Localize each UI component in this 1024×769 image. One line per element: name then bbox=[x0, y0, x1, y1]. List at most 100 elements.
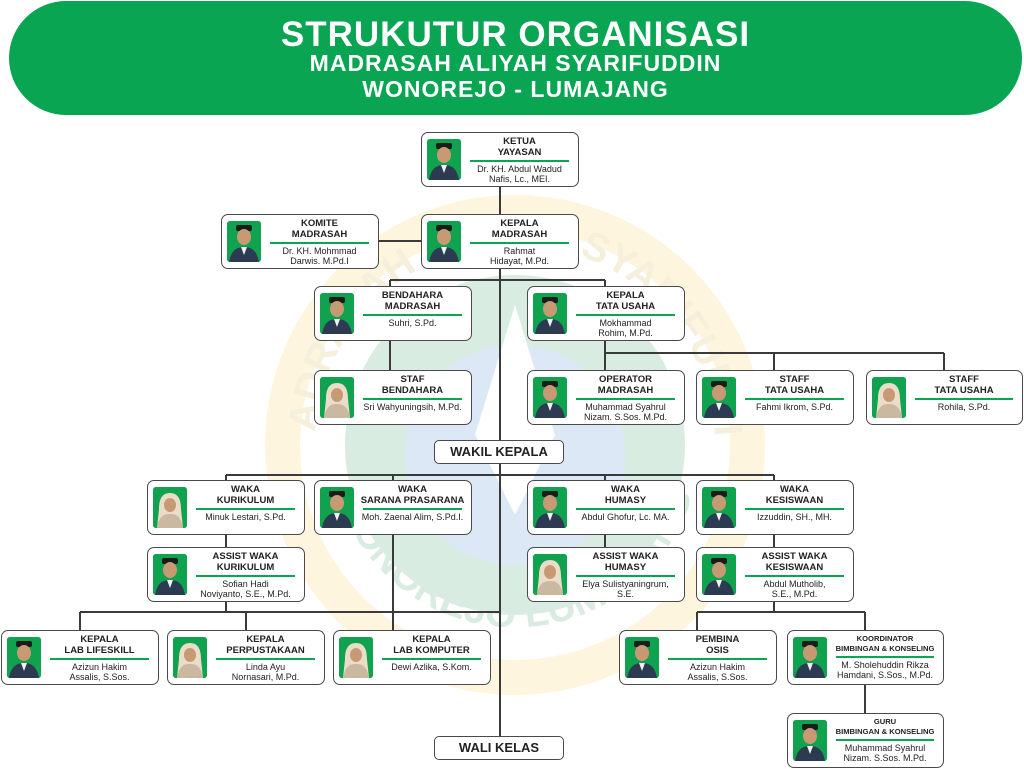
divider bbox=[270, 242, 369, 244]
role-line-1: OPERATOR bbox=[599, 374, 652, 385]
person-name-line-1: Muhammad Syahrul bbox=[844, 742, 926, 753]
divider bbox=[915, 398, 1013, 400]
divider bbox=[836, 739, 934, 741]
person-photo bbox=[702, 554, 736, 595]
role-line-2: OSIS bbox=[706, 645, 729, 656]
role-line-2: YAYASAN bbox=[497, 147, 542, 158]
role-line-2: LAB KOMPUTER bbox=[393, 645, 470, 656]
person-name-line-2: Assalis, S.Sos. bbox=[69, 672, 130, 682]
person-photo bbox=[153, 487, 187, 528]
role-line-1: STAFF bbox=[949, 374, 979, 385]
role-line-2: TATA USAHA bbox=[764, 385, 825, 396]
person-name-line-1: Sri Wahyuningsih, M.Pd. bbox=[363, 401, 462, 412]
role-line-2: TATA USAHA bbox=[595, 301, 656, 312]
person-name-line-1: Abdul Ghofur, Lc. MA. bbox=[581, 511, 670, 522]
divider bbox=[576, 508, 675, 510]
person-name-line-1: Abdul Mutholib, bbox=[763, 578, 826, 589]
divider bbox=[196, 575, 295, 577]
person-name-line-1: Dewi Azlika, S.Kom. bbox=[391, 661, 472, 672]
person-photo bbox=[533, 377, 567, 418]
divider bbox=[216, 658, 315, 660]
role-line-1: ASSIST WAKA bbox=[592, 551, 659, 562]
role-line-2: MADRASAH bbox=[491, 229, 548, 240]
person-photo bbox=[702, 487, 736, 528]
person-name-line-2: Darwis. M.Pd.I bbox=[290, 256, 349, 266]
wakil-kepala-label: WAKIL KEPALA bbox=[434, 440, 564, 464]
person-name-line-2: Nornasari, M.Pd. bbox=[231, 672, 300, 682]
role-line-1: ASSIST WAKA bbox=[212, 551, 279, 562]
divider bbox=[363, 508, 462, 510]
person-name-line-1: Suhri, S.Pd. bbox=[388, 317, 437, 328]
person-name-line-1: Dr. KH. Abdul Wadud bbox=[477, 163, 562, 174]
person-photo bbox=[7, 637, 41, 678]
role-line-1: WAKA bbox=[610, 484, 641, 495]
person-photo bbox=[320, 377, 354, 418]
person-photo bbox=[320, 293, 354, 334]
role-line-2: BIMBINGAN & KONSELING bbox=[835, 727, 935, 736]
role-line-1: STAF bbox=[400, 374, 425, 385]
person-name-line-1: Sofian Hadi bbox=[222, 578, 269, 589]
role-line-2: KURIKULUM bbox=[216, 495, 275, 506]
person-name-line-1: Linda Ayu bbox=[245, 661, 286, 672]
divider bbox=[745, 508, 844, 510]
role-line-2: KESISWAAN bbox=[765, 495, 824, 506]
person-name-line-1: Azizun Hakim bbox=[689, 661, 745, 672]
divider bbox=[363, 314, 462, 316]
person-name-line-1: Rahmat bbox=[503, 245, 536, 256]
divider bbox=[836, 656, 934, 658]
role-line-2: SARANA PRASARANA bbox=[360, 495, 465, 506]
person-name-line-2: Nizam. S.Sos. M.Pd. bbox=[583, 412, 668, 422]
role-line-1: WAKA bbox=[397, 484, 428, 495]
role-line-1: WAKA bbox=[230, 484, 261, 495]
role-line-2: KESISWAAN bbox=[765, 562, 824, 573]
person-photo bbox=[793, 720, 827, 761]
person-photo bbox=[227, 221, 261, 262]
role-line-1: GURU bbox=[873, 717, 897, 726]
role-line-2: MADRASAH bbox=[291, 229, 348, 240]
divider bbox=[745, 398, 844, 400]
role-line-1: KEPALA bbox=[500, 218, 539, 229]
role-line-1: KEPALA bbox=[80, 634, 119, 645]
role-line-1: STAFF bbox=[779, 374, 810, 385]
person-name-line-2: Rohim, M.Pd. bbox=[598, 328, 653, 338]
role-line-2: BIMBINGAN & KONSELING bbox=[835, 644, 935, 653]
divider bbox=[745, 575, 844, 577]
person-photo bbox=[427, 221, 461, 262]
wali-kelas-label: WALI KELAS bbox=[434, 736, 564, 760]
title-line-2: MADRASAH ALIYAH SYARIFUDDIN bbox=[309, 50, 722, 76]
person-photo bbox=[533, 487, 567, 528]
role-line-1: KEPALA bbox=[606, 290, 645, 301]
role-line-2: HUMASY bbox=[604, 495, 647, 506]
person-photo bbox=[320, 487, 354, 528]
person-photo bbox=[793, 637, 827, 678]
divider bbox=[576, 575, 675, 577]
person-name-line-2: Hamdani, S.Sos., M.Pd. bbox=[836, 670, 934, 680]
title-banner: STRUKUTUR ORGANISASI MADRASAH ALIYAH SYA… bbox=[9, 1, 1022, 115]
role-line-2: LAB LIFESKILL bbox=[64, 645, 135, 656]
person-name-line-2: Nizam. S.Sos. M.Pd. bbox=[843, 753, 927, 763]
title-line-1: STRUKUTUR ORGANISASI bbox=[280, 15, 751, 54]
